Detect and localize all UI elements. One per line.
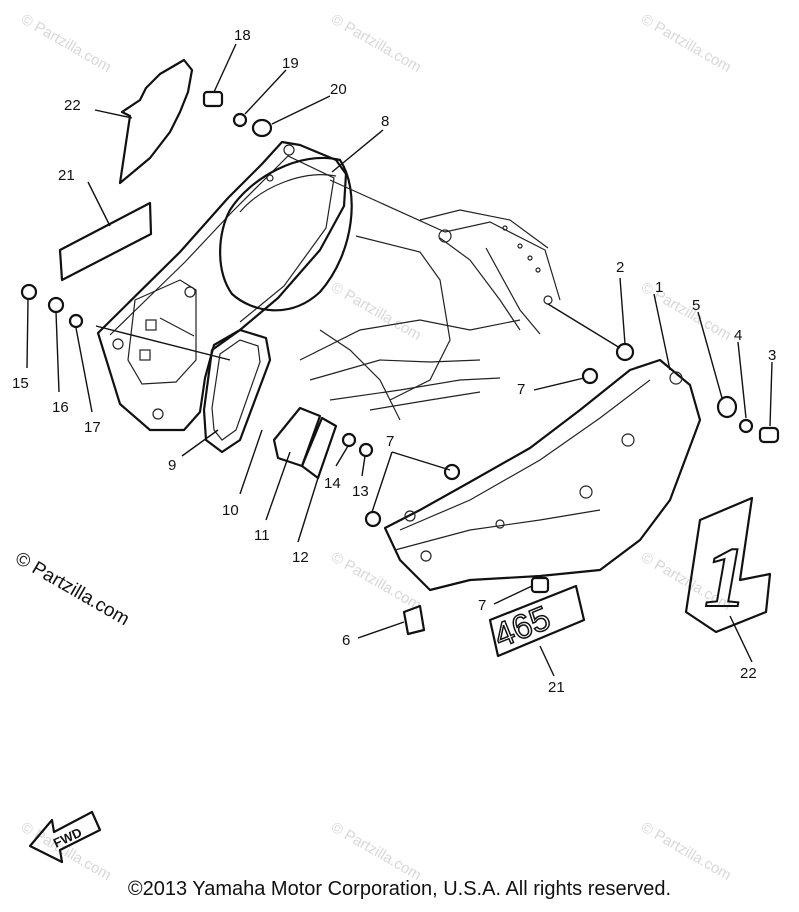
grommet-7-a — [581, 367, 599, 385]
window-tab — [145, 319, 157, 331]
air-filter-frame-inner — [211, 339, 261, 441]
bolt-18 — [202, 90, 224, 108]
bolt-15 — [20, 283, 38, 301]
cover-hole — [495, 519, 505, 529]
washer-17 — [68, 313, 84, 329]
screw-13 — [358, 442, 374, 458]
callout-14: 14 — [324, 475, 341, 492]
callout-19: 19 — [282, 55, 299, 72]
air-filter-frame-9 — [202, 328, 272, 454]
callout-12: 12 — [292, 549, 309, 566]
callout-11: 11 — [254, 527, 270, 544]
grommet-7-d — [530, 576, 550, 594]
washer-20 — [251, 118, 273, 138]
watermark: © Partzilla.com — [328, 11, 424, 76]
callout-5: 5 — [692, 297, 700, 314]
watermark: © Partzilla.com — [638, 11, 734, 76]
callout-22-a: 22 — [64, 97, 81, 114]
callout-18: 18 — [234, 27, 251, 44]
washer-19 — [232, 112, 248, 128]
callout-15: 15 — [12, 375, 29, 392]
air-box-shell — [219, 156, 353, 312]
right-cover-edge — [394, 509, 601, 551]
watermark: © Partzilla.com — [328, 549, 424, 614]
watermark: © Partzilla.com — [18, 11, 114, 76]
washer-16 — [47, 296, 65, 314]
grommet-7-b — [443, 463, 461, 481]
callout-10: 10 — [222, 502, 239, 519]
sticker-21-left — [58, 201, 153, 282]
sticker-22-left — [118, 58, 194, 185]
copyright-notice: ©2013 Yamaha Motor Corporation, U.S.A. A… — [127, 878, 672, 900]
callout-13: 13 — [352, 483, 369, 500]
cover-hole — [621, 433, 635, 447]
callout-21-a: 21 — [58, 167, 75, 184]
cover-hole — [404, 510, 416, 522]
callout-17: 17 — [84, 419, 101, 436]
cover-hole — [283, 144, 295, 156]
window-tab — [139, 349, 151, 361]
callout-1: 1 — [655, 279, 663, 296]
washer-4 — [738, 418, 754, 434]
cover-hole — [579, 485, 593, 499]
decal-number: 1 — [704, 529, 747, 625]
callout-20: 20 — [330, 81, 347, 98]
damper-6 — [402, 604, 426, 636]
bolt-3 — [758, 426, 780, 444]
filter-seal-12 — [300, 416, 338, 480]
callout-3: 3 — [768, 347, 776, 364]
cover-hole — [184, 286, 196, 298]
cover-hole — [266, 174, 274, 182]
nut-14 — [341, 432, 357, 448]
callout-7-a: 7 — [517, 381, 525, 398]
callout-21-b: 21 — [548, 679, 565, 696]
frame-outline — [299, 179, 561, 421]
cover-hole — [420, 550, 432, 562]
cover-hole — [152, 408, 164, 420]
callout-4: 4 — [734, 327, 742, 344]
cover-hole — [669, 371, 683, 385]
callout-labels: 1 2 3 4 5 6 7 7 7 8 9 10 11 12 13 14 15 … — [12, 27, 776, 696]
hardware — [20, 90, 780, 636]
callout-7-b: 7 — [386, 433, 394, 450]
callout-2: 2 — [616, 259, 624, 276]
decal-22-number-plate — [684, 496, 772, 634]
washer-5 — [716, 395, 738, 419]
decal-badge-text: 465 — [489, 599, 556, 655]
left-side-cover — [96, 140, 348, 432]
leader-lines — [26, 43, 773, 677]
cover-hole — [112, 338, 124, 350]
grommet-2 — [615, 342, 635, 362]
right-side-cover — [383, 358, 702, 592]
callout-9: 9 — [168, 457, 176, 474]
window-strap — [159, 317, 195, 337]
callout-6: 6 — [342, 632, 350, 649]
callout-22-b: 22 — [740, 665, 757, 682]
left-cover-inner-edge — [109, 155, 335, 336]
left-cover-window — [127, 279, 197, 385]
right-cover-ridge — [399, 379, 651, 531]
watermark: © Partzilla.com — [638, 819, 734, 884]
watermark: © Partzilla.com — [328, 279, 424, 344]
decal-21-badge — [488, 584, 586, 658]
filter-element-11 — [272, 406, 322, 468]
callout-7-c: 7 — [478, 597, 486, 614]
callout-8: 8 — [381, 113, 389, 130]
callout-16: 16 — [52, 399, 69, 416]
watermark: © Partzilla.com — [328, 819, 424, 884]
watermark: © Partzilla.com — [638, 279, 734, 344]
air-box-rim — [239, 174, 337, 213]
grommet-7-c — [364, 510, 382, 528]
